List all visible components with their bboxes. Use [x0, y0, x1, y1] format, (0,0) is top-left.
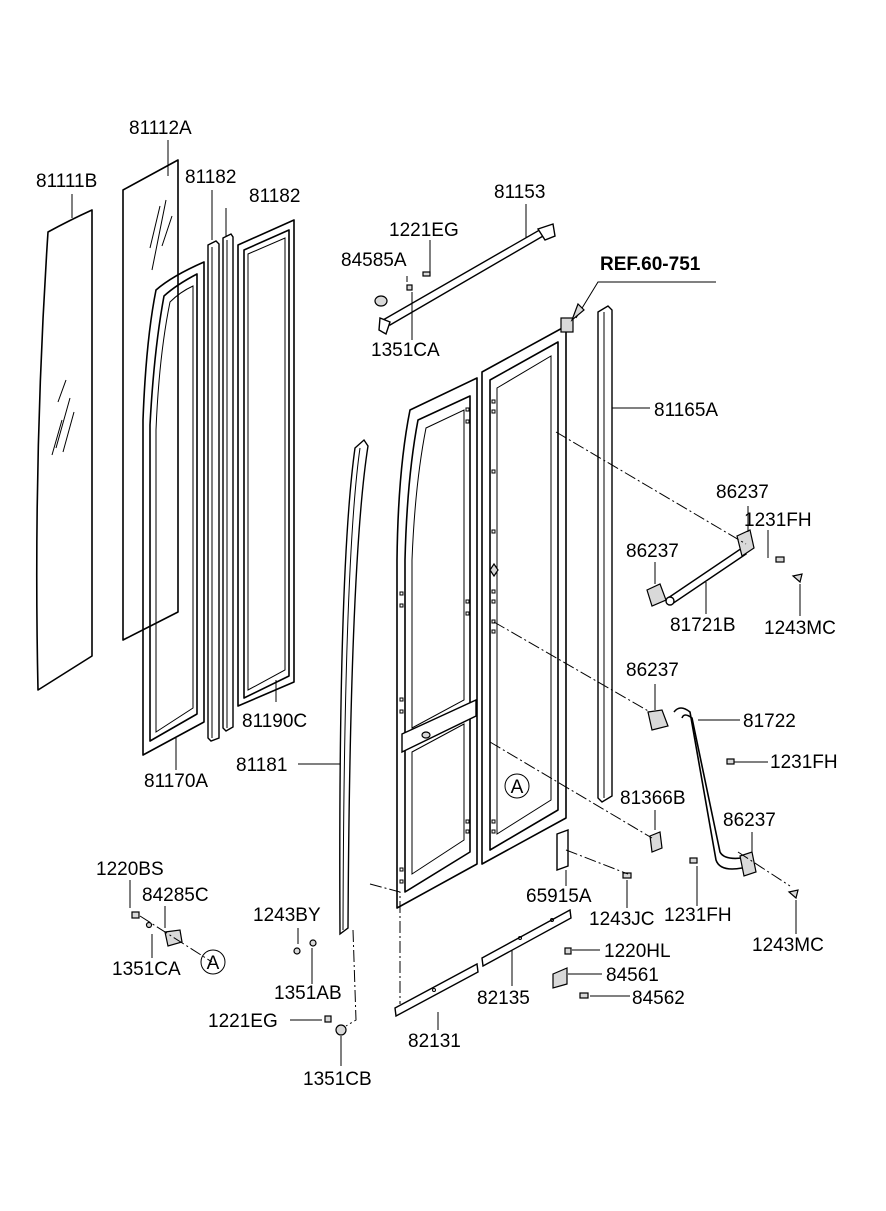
- label-81153: 81153: [494, 182, 545, 203]
- label-84561: 84561: [606, 965, 659, 986]
- handle-81722: [647, 707, 799, 900]
- parts-84561-84562: [552, 947, 589, 999]
- label-1221EG-bot: 1221EG: [208, 1011, 278, 1032]
- label-1243JC: 1243JC: [589, 909, 655, 930]
- label-81722: 81722: [743, 711, 796, 732]
- callout-a-label-1: A: [511, 777, 524, 798]
- glass-81112A: [122, 159, 179, 641]
- projection-lines: [139, 431, 791, 1027]
- label-1351AB: 1351AB: [274, 983, 342, 1004]
- label-1351CA-bot: 1351CA: [112, 959, 181, 980]
- glass-81111B: [35, 209, 93, 691]
- frame-81190C: [237, 219, 295, 707]
- label-81112A: 81112A: [129, 118, 192, 139]
- label-81181: 81181: [236, 755, 287, 776]
- label-81190C: 81190C: [242, 711, 307, 732]
- label-84285C: 84285C: [142, 885, 209, 906]
- labels: REF.60-751 81112A 81111B 81182 81182 811…: [36, 118, 838, 1090]
- label-1220HL: 1220HL: [604, 941, 671, 962]
- label-1231FH-a: 1231FH: [744, 510, 812, 531]
- strip-81182-a: [207, 240, 220, 742]
- label-81170A: 81170A: [144, 771, 208, 792]
- label-81182-a: 81182: [185, 167, 236, 188]
- label-1220BS: 1220BS: [96, 859, 164, 880]
- label-84585A: 84585A: [341, 250, 407, 271]
- label-86237-b: 86237: [626, 541, 679, 562]
- label-65915A: 65915A: [526, 886, 592, 907]
- label-1231FH-b: 1231FH: [770, 752, 838, 773]
- rail-82131: [394, 962, 479, 1018]
- block-81366B: [649, 831, 663, 853]
- label-81182-b: 81182: [249, 186, 300, 207]
- bracket-84285C: [131, 911, 183, 947]
- label-81165A: 81165A: [654, 400, 718, 421]
- label-1243MC-a: 1243MC: [764, 618, 836, 639]
- rail-81165A: [597, 305, 613, 803]
- label-1221EG-top: 1221EG: [389, 220, 459, 241]
- rod-81153: [374, 223, 556, 336]
- label-82131: 82131: [408, 1031, 461, 1052]
- door-frame: [396, 317, 574, 909]
- label-1351CB: 1351CB: [303, 1069, 372, 1090]
- label-1231FH-c: 1231FH: [664, 905, 732, 926]
- callout-a-1: A: [504, 773, 530, 799]
- label-1243BY: 1243BY: [253, 905, 321, 926]
- label-82135: 82135: [477, 988, 530, 1009]
- screws-1243BY-1351AB: [293, 939, 317, 955]
- callout-a-2: A: [200, 949, 226, 975]
- label-86237-c: 86237: [626, 660, 679, 681]
- rail-82135: [481, 908, 572, 968]
- label-81111B: 81111B: [36, 171, 97, 192]
- label-86237-d: 86237: [723, 810, 776, 831]
- label-1243MC-b: 1243MC: [752, 935, 824, 956]
- strip-81182-b: [222, 233, 234, 732]
- callout-a-label-2: A: [207, 953, 220, 974]
- label-1351CA-top: 1351CA: [371, 340, 440, 361]
- frame-81170A: [142, 261, 205, 756]
- label-84562: 84562: [632, 988, 685, 1009]
- seal-81181: [339, 438, 369, 936]
- label-86237-a: 86237: [716, 482, 769, 503]
- handle-81721B: [646, 529, 803, 607]
- block-65915A: [556, 829, 569, 871]
- label-81721B: 81721B: [670, 615, 736, 636]
- leader-lines: [71, 140, 801, 1066]
- screws-1221EG-1351CB: [324, 1015, 347, 1036]
- ref-arrow: [570, 281, 716, 322]
- label-81366B: 81366B: [620, 788, 686, 809]
- ref-label: REF.60-751: [600, 254, 701, 275]
- screw-1243JC: [622, 872, 632, 879]
